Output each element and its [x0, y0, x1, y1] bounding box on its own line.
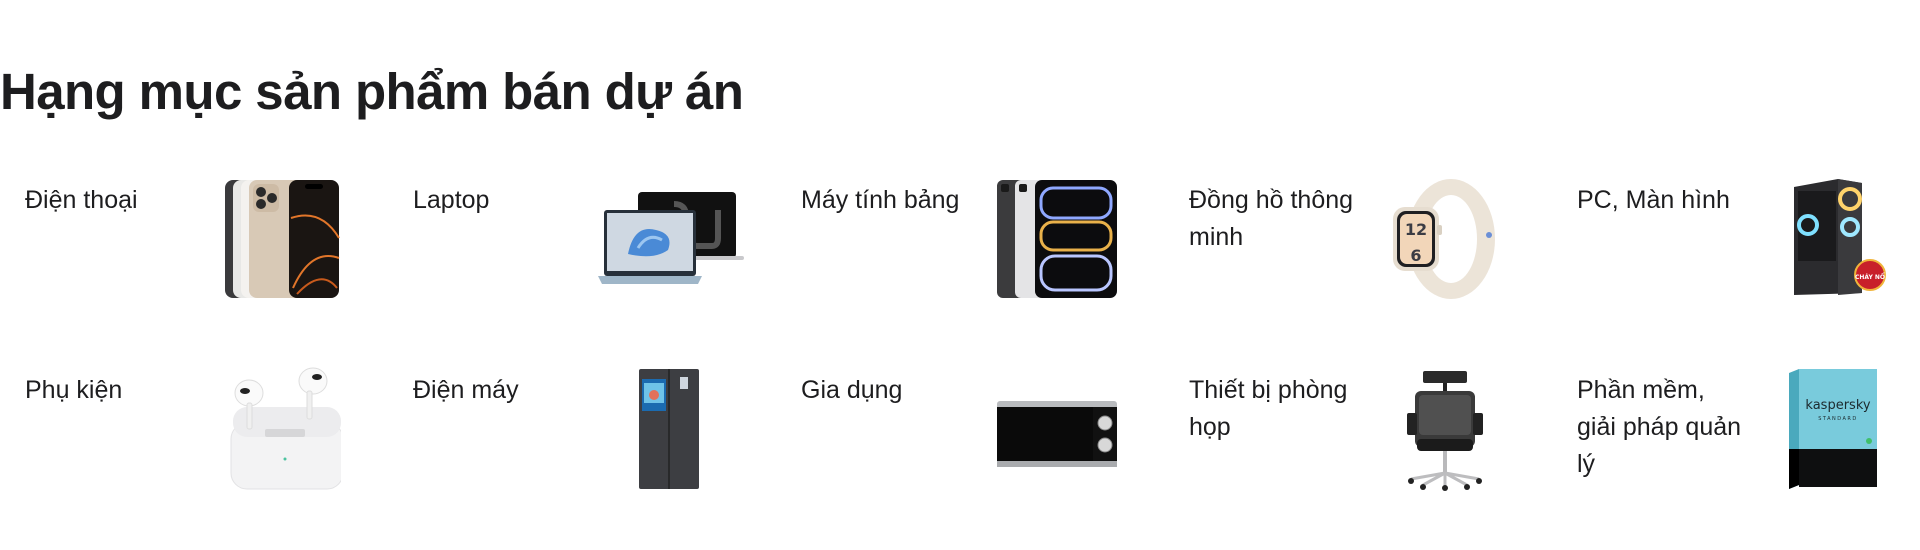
warranty-badge: CHÁY NỔ — [1855, 273, 1885, 281]
microwave-icon — [982, 364, 1132, 494]
category-grid: Điện thoại Laptop — [0, 170, 1920, 550]
section-title: Hạng mục sản phẩm bán dự án — [0, 63, 744, 120]
category-card-household[interactable]: Gia dụng — [776, 360, 1164, 550]
category-label: Điện máy — [413, 376, 519, 404]
pc-case-icon: CHÁY NỔ — [1758, 174, 1908, 304]
category-card-software[interactable]: Phần mềm, giải pháp quản lý kaspersky ST… — [1552, 360, 1920, 550]
category-label: Gia dụng — [801, 376, 903, 404]
category-label: Phần mềm, giải pháp quản lý — [1577, 376, 1742, 478]
category-label: Phụ kiện — [25, 376, 123, 404]
category-card-pc-monitor[interactable]: PC, Màn hình CHÁY NỔ — [1552, 170, 1920, 360]
category-label: Laptop — [413, 186, 490, 214]
category-label: PC, Màn hình — [1577, 186, 1730, 214]
refrigerator-icon — [594, 364, 744, 494]
smartphone-icon — [206, 174, 356, 304]
office-chair-icon — [1370, 364, 1520, 494]
svg-text:12: 12 — [1405, 220, 1427, 239]
tablet-icon — [982, 174, 1132, 304]
svg-text:6: 6 — [1410, 246, 1421, 265]
smartwatch-icon: 12 6 — [1370, 174, 1520, 304]
category-card-accessories[interactable]: Phụ kiện — [0, 360, 388, 550]
category-card-smartwatch[interactable]: Đồng hồ thông minh 12 6 — [1164, 170, 1552, 360]
category-card-laptop[interactable]: Laptop — [388, 170, 776, 360]
category-label: Máy tính bảng — [801, 186, 960, 214]
category-label: Đồng hồ thông minh — [1189, 186, 1354, 251]
category-label: Thiết bị phòng họp — [1189, 376, 1348, 441]
earbuds-icon — [206, 364, 356, 494]
brand-name: kaspersky — [1805, 398, 1870, 413]
laptop-icon — [594, 174, 744, 304]
category-card-phones[interactable]: Điện thoại — [0, 170, 388, 360]
category-label: Điện thoại — [25, 186, 138, 214]
category-card-appliances[interactable]: Điện máy — [388, 360, 776, 550]
edition-name: STANDARD — [1818, 416, 1858, 422]
category-card-tablet[interactable]: Máy tính bảng — [776, 170, 1164, 360]
software-box-icon: kaspersky STANDARD — [1758, 364, 1908, 494]
category-card-meeting-room[interactable]: Thiết bị phòng họp — [1164, 360, 1552, 550]
